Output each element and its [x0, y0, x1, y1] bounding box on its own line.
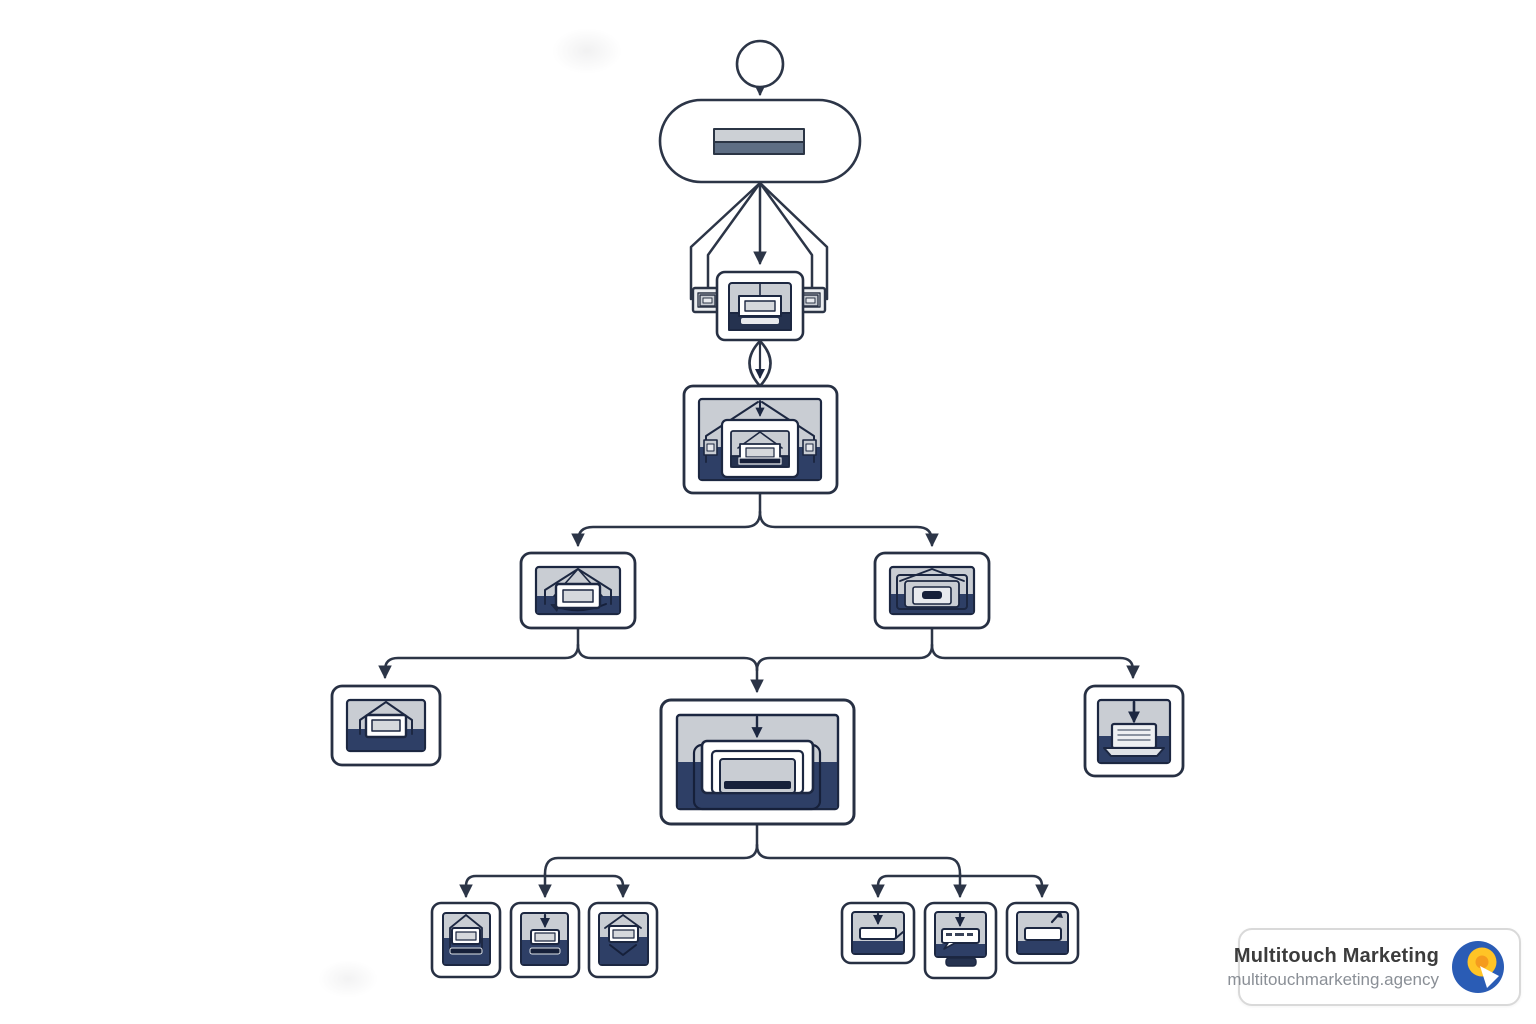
master-window-node — [682, 384, 839, 495]
start-circle-node — [735, 39, 785, 89]
connector-lines — [378, 82, 1140, 899]
watermark-badge: Multitouch Marketing multitouchmarketing… — [1227, 928, 1521, 1006]
two-tone-bar-icon — [713, 128, 805, 155]
leaf-far-right-node — [1083, 684, 1185, 778]
watermark-title: Multitouch Marketing — [1233, 944, 1439, 967]
house-window-icon — [345, 698, 427, 753]
watermark-url: multitouchmarketing.agency — [1227, 969, 1439, 989]
bottom-left-1-node — [430, 901, 502, 979]
branch-left-node — [519, 551, 637, 630]
concentric-frames-icon — [888, 565, 976, 616]
bottom-right-1-node — [840, 901, 916, 965]
watermark-text: Multitouch Marketing multitouchmarketing… — [1227, 944, 1439, 990]
nested-flowchart-icon — [697, 397, 823, 482]
bottom-right-2-node — [923, 901, 998, 980]
leaf-far-left-node — [330, 684, 442, 767]
bottom-left-2-node — [509, 901, 581, 979]
bottom-right-3-node — [1005, 901, 1080, 965]
concentric-stack-icon — [675, 713, 840, 811]
laptop-download-icon — [1096, 698, 1172, 765]
multitouch-logo-icon — [1452, 941, 1504, 993]
bottom-left-3-node — [587, 901, 659, 979]
branch-right-node — [873, 551, 991, 630]
mini-window-icon — [728, 282, 792, 331]
window-node — [691, 270, 827, 342]
tent-window-icon — [534, 565, 622, 616]
lens-connector-node — [748, 339, 772, 388]
hub-center-node — [659, 698, 856, 826]
stadium-header-node — [658, 98, 862, 184]
